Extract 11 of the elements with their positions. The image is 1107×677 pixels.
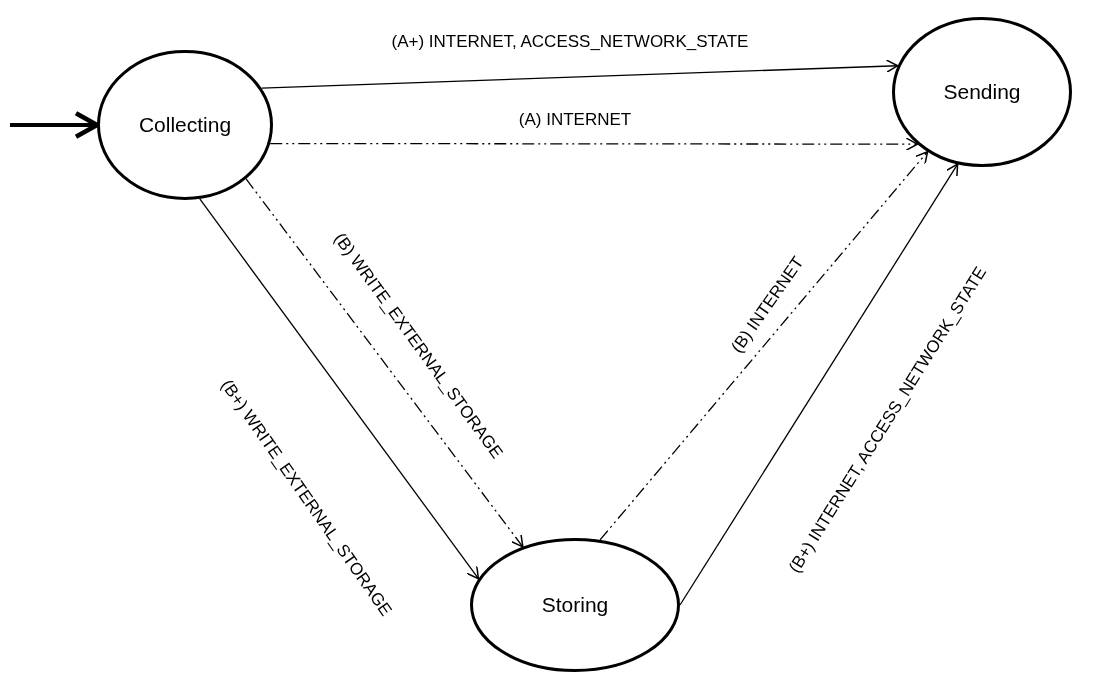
arrow bbox=[199, 198, 480, 580]
state-label: Collecting bbox=[138, 113, 232, 137]
arrow bbox=[260, 59, 899, 89]
arrow bbox=[679, 163, 959, 606]
edge-label: (A) INTERNET bbox=[518, 110, 632, 130]
state-label: Storing bbox=[541, 593, 609, 617]
arrow bbox=[269, 137, 919, 151]
arrow bbox=[245, 178, 524, 548]
arrow bbox=[599, 150, 929, 541]
edge-label: (A+) INTERNET, ACCESS_NETWORK_STATE bbox=[391, 32, 749, 52]
state-label: Sending bbox=[943, 80, 1021, 104]
